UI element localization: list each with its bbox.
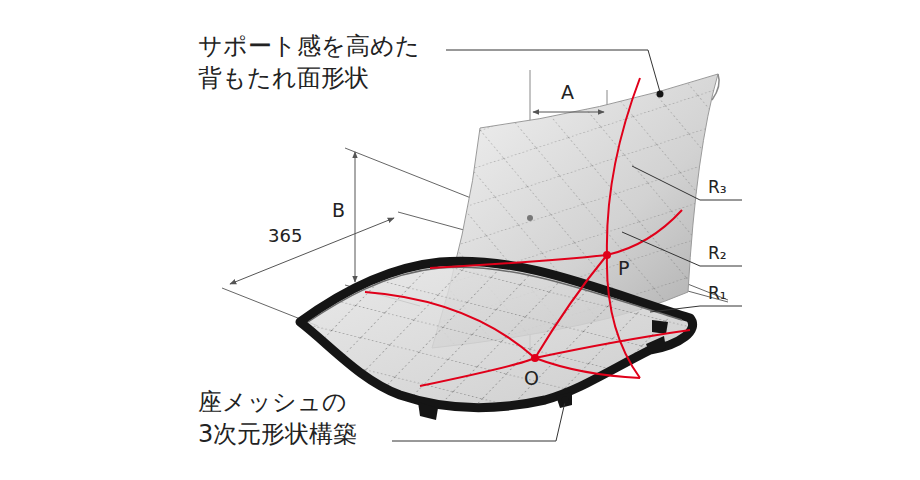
dimension-arrows <box>230 112 604 284</box>
frame-tabs <box>418 320 668 420</box>
radius-label: R₁ <box>708 282 727 304</box>
dimension-label: B <box>332 198 345 223</box>
point-label: P <box>618 256 629 281</box>
point-label: O <box>524 366 539 391</box>
axis-point <box>527 215 533 221</box>
seat-frame <box>300 261 693 408</box>
radius-label: R₂ <box>708 242 727 264</box>
seat-grid <box>300 261 693 408</box>
curvature-lines <box>365 78 690 386</box>
leader-lines <box>392 50 742 441</box>
callout-text: 座メッシュの 3次元形状構築 <box>198 386 390 451</box>
dimension-label: 365 <box>268 224 302 247</box>
dimension-label: A <box>561 80 574 105</box>
point-o <box>531 354 539 362</box>
callout-text: サポート感を高めた 背もたれ面形状 <box>198 30 438 95</box>
leader-dot <box>562 397 569 404</box>
leader-dot <box>657 91 664 98</box>
point-p <box>603 251 611 259</box>
backrest-edge <box>712 74 719 100</box>
radius-label: R₃ <box>708 176 727 198</box>
seat-mesh <box>300 261 693 408</box>
